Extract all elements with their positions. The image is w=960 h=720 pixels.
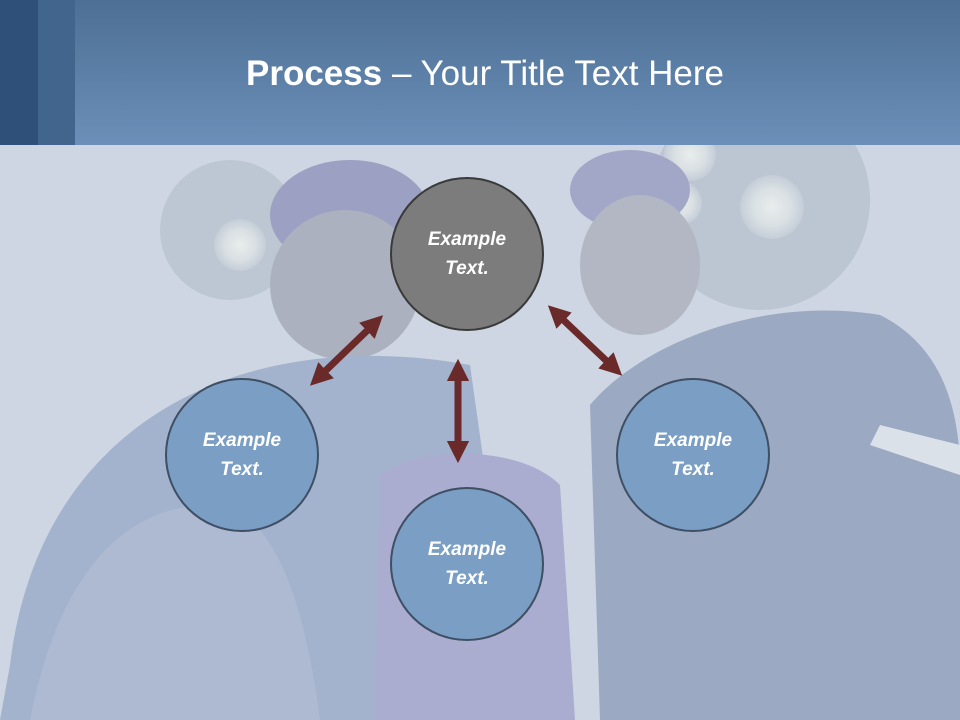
title-bar: Process – Your Title Text Here	[0, 0, 960, 145]
slide-title: Process – Your Title Text Here	[75, 52, 895, 96]
process-node-bottom: Example Text.	[390, 487, 544, 641]
process-node-right: Example Text.	[616, 378, 770, 532]
process-node-center-label: Example Text.	[427, 229, 507, 279]
process-node-bottom-label: Example Text.	[427, 539, 507, 589]
slide-title-rest: – Your Title Text Here	[382, 54, 724, 93]
header-accent-mid	[38, 0, 75, 145]
arrow-center-right	[547, 305, 623, 376]
process-node-left: Example Text.	[165, 378, 319, 532]
process-node-left-label: Example Text.	[202, 430, 282, 480]
arrow-center-left	[309, 315, 384, 386]
header-accent-dark	[0, 0, 38, 145]
process-node-center: Example Text.	[390, 177, 544, 331]
process-node-right-label: Example Text.	[653, 430, 733, 480]
slide-title-bold: Process	[246, 54, 383, 93]
